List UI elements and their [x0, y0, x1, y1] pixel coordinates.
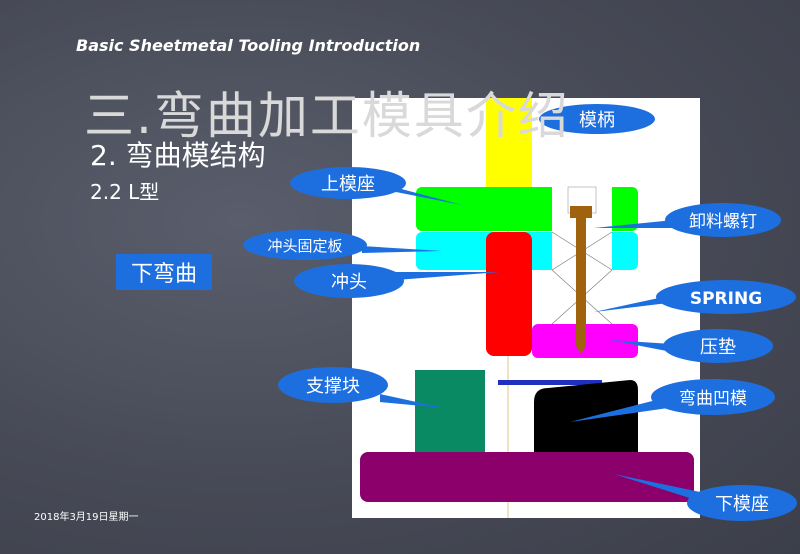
callout-lower-die-seat: 下模座 [614, 474, 797, 521]
stripper-bolt-tip [576, 346, 586, 354]
bending-die-part [534, 380, 638, 454]
callout-bending-die: 弯曲凹模 [570, 379, 775, 422]
callout-label-support-block: 支撑块 [306, 376, 360, 397]
slide-section-label: 2.2 L型 [90, 180, 160, 204]
callout-label-upper-die-seat: 上模座 [321, 174, 375, 195]
callout-stripper-bolt: 卸料螺钉 [594, 203, 781, 237]
callout-punch: 冲头 [294, 264, 500, 298]
callout-label-lower-die-seat: 下模座 [715, 494, 769, 515]
sheet-metal [498, 380, 602, 385]
footer-date: 2018年3月19日星期一 [34, 512, 139, 523]
callout-label-shank: 模柄 [579, 110, 615, 131]
punch-part [486, 232, 532, 356]
callout-shank: 模柄 [520, 104, 655, 134]
stripper-bolt-head [570, 206, 592, 218]
callout-label-spring: SPRING [690, 289, 762, 309]
support-block-part [415, 370, 485, 454]
lower-die-seat-part [360, 452, 694, 502]
callout-punch-holder: 冲头固定板 [243, 230, 442, 260]
callout-label-bending-die: 弯曲凹模 [679, 389, 747, 409]
callout-label-punch-holder: 冲头固定板 [267, 237, 342, 255]
callout-pressure-pad: 压垫 [610, 329, 773, 363]
callout-label-stripper-bolt: 卸料螺钉 [689, 212, 757, 232]
presentation-header: Basic Sheetmetal Tooling Introduction [76, 36, 421, 55]
callout-label-punch: 冲头 [331, 272, 367, 293]
callout-spring: SPRING [594, 280, 796, 314]
slide-subtitle: 2. 弯曲模结构 [90, 139, 266, 172]
stripper-bolt-shaft [576, 218, 586, 346]
callout-support-block: 支撑块 [278, 367, 444, 408]
down-bending-button[interactable]: 下弯曲 [116, 254, 212, 290]
shank-part [486, 98, 532, 188]
slide-title: 三.弯曲加工模具介绍 [84, 87, 570, 145]
callout-upper-die-seat: 上模座 [290, 167, 462, 205]
callout-label-pressure-pad: 压垫 [700, 337, 736, 358]
